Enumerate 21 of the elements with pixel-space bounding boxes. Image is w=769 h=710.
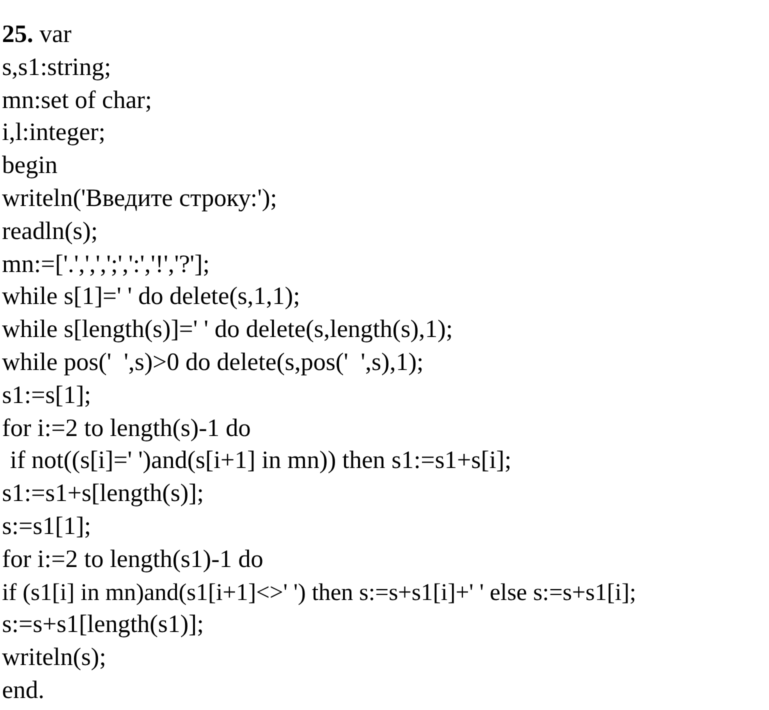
code-line: for i:=2 to length(s1)-1 do (2, 544, 264, 575)
code-line: s,s1:string; (2, 52, 112, 83)
code-line: while s[length(s)]=' ' do delete(s,length(s),1); (2, 315, 453, 346)
code-line: while pos(' ',s)>0 do delete(s,pos(' ',s),1); (2, 348, 424, 378)
code-line: s:=s1[1]; (2, 512, 92, 542)
code-line: begin (2, 151, 58, 182)
code-line: s:=s+s1[length(s1)]; (2, 610, 204, 640)
code-line: i,l:integer; (2, 118, 106, 148)
code-line: mn:=['.',',',';',':','!','?']; (2, 250, 210, 280)
code-line: if not((s[i]=' ')and(s[i+1] in mn)) then s1:=s1+s[i]; (10, 446, 512, 476)
code-line: for i:=2 to length(s)-1 do (2, 414, 251, 444)
code-line: readln(s); (2, 216, 98, 247)
code-line: writeln(s); (2, 643, 106, 674)
code-line: while s[1]=' ' do delete(s,1,1); (2, 282, 300, 312)
code-line: mn:set of char; (2, 86, 152, 116)
code-line: 25. var (2, 20, 72, 50)
code-line: if (s1[i] in mn)and(s1[i+1]<>' ') then s:=s+s1[i]+' ' else s:=s+s1[i]; (2, 578, 636, 608)
code-line: s1:=s1+s[length(s)]; (2, 479, 204, 510)
code-line: writeln('Введите строку:'); (2, 184, 278, 214)
code-line: end. (2, 676, 44, 706)
code-line: s1:=s[1]; (2, 380, 92, 411)
